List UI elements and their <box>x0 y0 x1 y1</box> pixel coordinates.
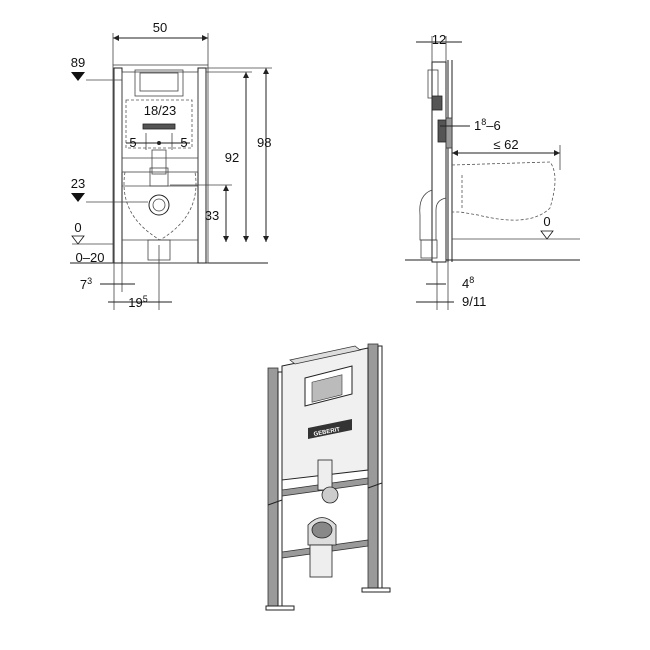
plate-depth-label: 18–6 <box>474 117 501 133</box>
floor-range-label: 0–20 <box>76 250 105 265</box>
side-valve <box>431 95 443 111</box>
height-92-label: 92 <box>225 150 239 165</box>
side-drain-pipe <box>420 239 438 259</box>
outlet-33-arrows <box>223 185 229 242</box>
inlet-height-label: 23 <box>71 176 85 191</box>
inlet-pipe <box>151 149 167 175</box>
render-left-upright-edge <box>277 371 283 609</box>
render-right-foot <box>361 587 391 593</box>
right-offset-label: 5 <box>180 135 187 150</box>
inlet-connector <box>149 167 169 187</box>
render-drain-pipe <box>309 544 333 578</box>
render-logo-plate <box>308 419 352 439</box>
side-floor-triangle <box>540 230 554 240</box>
render-outlet-opening <box>311 521 333 539</box>
render-brand-label: GEBERIT <box>313 427 341 438</box>
cistern-body <box>121 71 199 173</box>
center-dot <box>157 141 161 145</box>
bottom-width-label: 195 <box>128 294 147 310</box>
front-floor-triangle <box>71 235 85 245</box>
top-height-triangle <box>71 72 85 81</box>
render-right-upright-edge <box>377 345 383 591</box>
outlet-ring <box>148 194 170 216</box>
render-left-foot <box>265 605 295 611</box>
left-offset-label: 5 <box>129 135 136 150</box>
foot-depth-label: 48 <box>462 275 474 291</box>
top-height-label: 89 <box>71 55 85 70</box>
render-arm-left <box>267 499 283 506</box>
flush-valve-box <box>139 72 179 92</box>
side-view: 12 18–6 ≤ 62 0 48 9/11 <box>405 32 580 310</box>
bowl-outline <box>123 171 197 241</box>
front-view: 50 89 18/23 5 5 92 98 23 33 0 <box>70 20 272 310</box>
outlet-height-label: 33 <box>205 208 219 223</box>
render-left-upright <box>267 367 279 609</box>
wall-depth-label: 9/11 <box>462 294 486 309</box>
height-98-label: 98 <box>257 135 271 150</box>
left-upright <box>113 67 123 264</box>
left-foot-label: 73 <box>80 276 92 292</box>
front-floor-label: 0 <box>74 220 81 235</box>
depth-12-label: 12 <box>432 32 446 47</box>
render-inlet-fitting <box>321 486 339 504</box>
render-inlet-pipe <box>317 459 333 491</box>
side-frame <box>431 61 447 263</box>
frame-outline <box>112 64 209 264</box>
outlet-inner <box>152 198 166 212</box>
product-render: GEBERIT <box>265 343 391 611</box>
projection-label: ≤ 62 <box>493 137 518 152</box>
side-bowl-outline <box>451 161 556 221</box>
flush-plate-outline <box>125 99 193 149</box>
right-upright <box>197 67 207 264</box>
width-label: 50 <box>153 20 167 35</box>
side-bracket <box>437 119 447 143</box>
side-floor-label: 0 <box>543 214 550 229</box>
flush-plate-label: 18/23 <box>144 103 177 118</box>
front-logo-plate <box>142 123 176 130</box>
render-right-upright <box>367 343 379 591</box>
render-arm-right <box>367 482 383 489</box>
cistern-top-box <box>134 69 184 97</box>
render-flush-valve <box>311 374 343 403</box>
inlet-height-triangle <box>71 193 85 202</box>
plate-thickness <box>445 117 453 149</box>
render-cistern-top <box>289 345 361 365</box>
